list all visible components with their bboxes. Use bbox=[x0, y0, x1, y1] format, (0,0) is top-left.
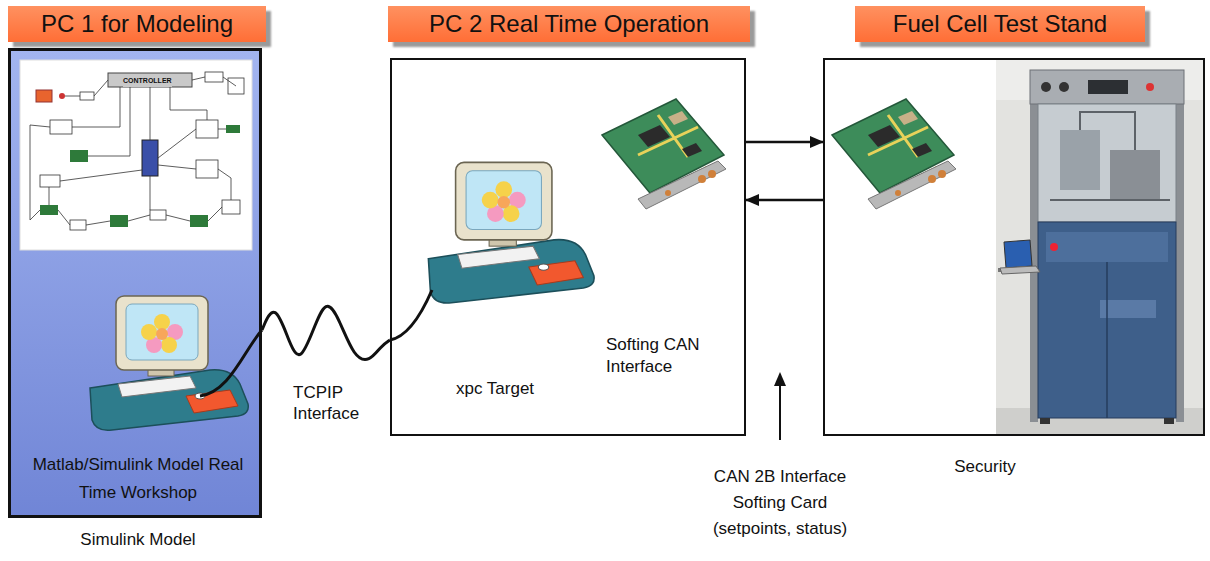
modeling-panel-fill-part bbox=[8, 48, 262, 518]
test-stand-photo-part bbox=[1106, 262, 1108, 418]
edge-label: TCPIP Interface bbox=[293, 382, 377, 424]
text-slot: xpc Target bbox=[440, 378, 550, 400]
can-card-icon-part bbox=[602, 99, 726, 209]
test-stand-photo-part bbox=[1038, 222, 1176, 418]
test-stand-photo-part bbox=[1030, 70, 1184, 104]
simulink-screenshot-part bbox=[108, 73, 192, 87]
outside-caption: Simulink Model bbox=[80, 529, 195, 551]
test-stand-photo-part bbox=[1176, 70, 1184, 422]
test-stand-panel: Security bbox=[823, 58, 1205, 436]
text-slot: PC 1 for Modeling bbox=[8, 6, 266, 42]
label-slot: CAN 2B Interface Softing Card (setpoints… bbox=[700, 464, 860, 542]
simulink-screenshot-part bbox=[36, 90, 52, 102]
node-text: Matlab/Simulink Model Real Time Workshop bbox=[31, 451, 245, 507]
simulink-screenshot-part bbox=[142, 140, 158, 176]
test-stand-photo-part bbox=[1004, 240, 1032, 268]
simulink-screenshot-part bbox=[70, 150, 88, 162]
simulink-screenshot-part bbox=[50, 120, 72, 134]
node-text: Fuel Cell Test Stand bbox=[893, 6, 1107, 42]
realtime-pc-panel: xpc Target Softing CAN Interface bbox=[390, 58, 746, 436]
label-slot: CONTROLLER bbox=[123, 75, 172, 87]
test-stand-photo-part bbox=[1046, 232, 1168, 262]
simulink-screenshot bbox=[20, 60, 252, 250]
test-stand-photo-part bbox=[1050, 112, 1170, 200]
node-text: PC 2 Real Time Operation bbox=[429, 6, 709, 42]
realtime-computer-part bbox=[390, 290, 432, 340]
block-label: CONTROLLER bbox=[123, 75, 172, 87]
text-slot: Security bbox=[925, 456, 1045, 478]
simulink-screenshot-part bbox=[40, 205, 58, 215]
simulink-screenshot-part bbox=[150, 210, 166, 220]
test-stand-photo-part bbox=[1038, 104, 1176, 222]
modeling-computer-part bbox=[90, 296, 248, 430]
heading-banner: PC 1 for Modeling bbox=[8, 6, 266, 42]
outside-caption: Security bbox=[954, 456, 1015, 478]
test-stand-photo-part bbox=[1060, 130, 1100, 190]
realtime-computer-part bbox=[428, 162, 594, 303]
test-stand-photo-part bbox=[1059, 82, 1069, 92]
realtime-computer bbox=[390, 162, 594, 340]
simulink-screenshot-part bbox=[226, 125, 240, 133]
simulink-screenshot-part bbox=[30, 77, 236, 225]
label-slot: TCPIP Interface bbox=[293, 382, 377, 424]
test-stand-photo-part bbox=[1030, 70, 1038, 422]
modeling-pc-panel: Matlab/Simulink Model Real Time Workshop… bbox=[8, 48, 262, 518]
interface-caption: CAN 2B Interface Softing Card (setpoints… bbox=[700, 464, 860, 542]
pointer-arrow-part bbox=[774, 372, 786, 386]
test-stand-photo-part bbox=[1040, 418, 1050, 424]
node-text: xpc Target bbox=[456, 378, 534, 400]
test-stand-photo-part bbox=[1041, 82, 1051, 92]
simulink-screenshot-part bbox=[65, 96, 80, 97]
simulink-screenshot-part bbox=[196, 160, 218, 178]
simulink-screenshot-part bbox=[20, 60, 252, 250]
text-slot: PC 2 Real Time Operation bbox=[388, 6, 750, 42]
network-cable bbox=[262, 306, 390, 359]
pointer-arrow bbox=[774, 372, 786, 440]
signal-arrow bbox=[746, 199, 823, 202]
test-stand-photo-part bbox=[1000, 266, 1040, 274]
heading-banner: PC 2 Real Time Operation bbox=[388, 6, 750, 42]
simulink-screenshot-part bbox=[110, 215, 128, 227]
can-card-icon bbox=[602, 99, 726, 209]
simulink-screenshot-part bbox=[70, 220, 86, 230]
test-stand-photo-part bbox=[1110, 150, 1160, 200]
node-text: PC 1 for Modeling bbox=[41, 6, 233, 42]
simulink-screenshot-part bbox=[59, 93, 65, 99]
heading-banner: Fuel Cell Test Stand bbox=[855, 6, 1145, 42]
test-stand-photo-part bbox=[1164, 418, 1174, 424]
can-card-icon-part bbox=[832, 99, 956, 209]
text-slot: Matlab/Simulink Model Real Time Workshop bbox=[31, 451, 245, 507]
test-stand-photo bbox=[996, 60, 1204, 434]
test-stand-photo-part bbox=[1050, 243, 1058, 251]
test-stand-photo-part bbox=[1146, 83, 1154, 91]
modeling-panel-fill bbox=[8, 48, 262, 518]
simulink-screenshot-part bbox=[222, 200, 240, 214]
text-slot: Simulink Model bbox=[11, 529, 265, 551]
node-text: Softing CAN Interface bbox=[606, 334, 716, 378]
test-stand-photo-part bbox=[996, 60, 1204, 434]
simulink-screenshot-part bbox=[205, 72, 223, 82]
text-slot: Softing CAN Interface bbox=[606, 334, 716, 378]
simulink-screenshot-part bbox=[80, 92, 94, 100]
simulink-screenshot-part bbox=[190, 215, 208, 227]
test-stand-photo-part bbox=[1088, 80, 1128, 94]
signal-arrow bbox=[746, 141, 823, 144]
modeling-computer bbox=[90, 296, 262, 430]
simulink-screenshot-part bbox=[40, 175, 60, 187]
text-slot: Fuel Cell Test Stand bbox=[855, 6, 1145, 42]
modeling-computer-part bbox=[200, 330, 262, 396]
pointer-arrow-part bbox=[779, 384, 781, 440]
simulink-screenshot-part bbox=[196, 120, 218, 138]
can-card-icon bbox=[832, 99, 956, 209]
test-stand-photo-part bbox=[1100, 300, 1156, 318]
